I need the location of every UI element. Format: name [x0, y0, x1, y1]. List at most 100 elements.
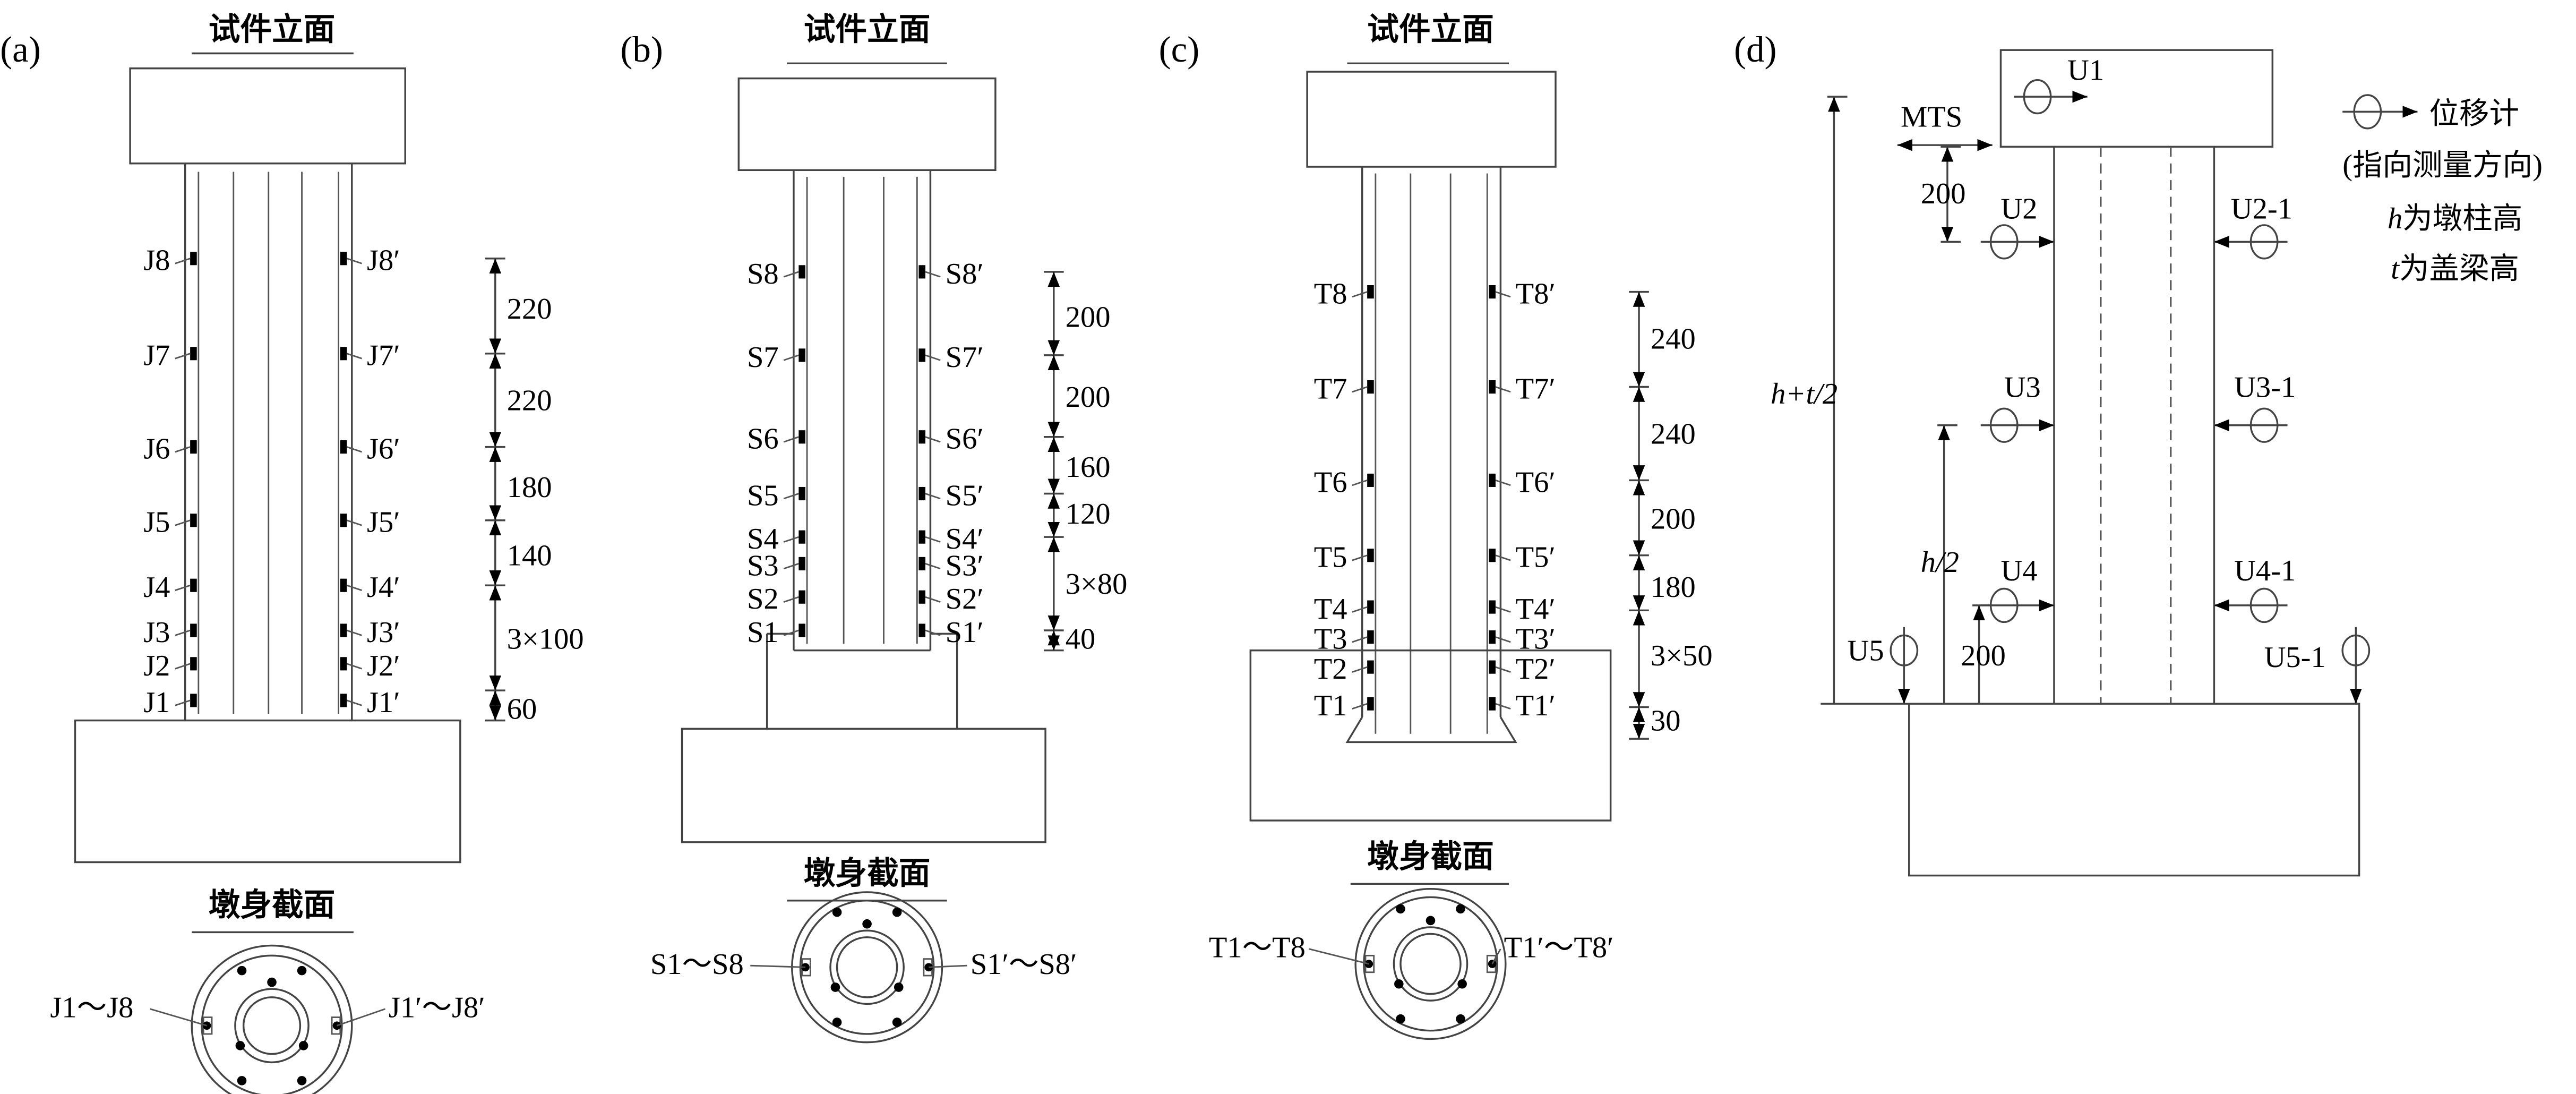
leader-line: [1352, 480, 1368, 486]
cap-beam: [129, 67, 406, 165]
dimension-label: 40: [1066, 623, 1096, 656]
socket-base: [766, 633, 958, 729]
dim-label: h/2: [1921, 546, 1959, 579]
rebar-dot: [830, 982, 840, 992]
leader-line: [783, 436, 799, 443]
dimension-label: 3×100: [507, 623, 584, 656]
rebar-dot: [297, 1076, 307, 1086]
rebar-dot: [237, 965, 247, 976]
lvdt-label-u1: U1: [2067, 54, 2104, 87]
leader-line: [783, 271, 799, 278]
gauge-label-right: S8′: [946, 258, 984, 290]
gauge-label-right: S3′: [946, 549, 984, 582]
dim-label: 200: [1921, 177, 1966, 210]
gauge-label-right: S6′: [946, 423, 984, 456]
strain-gauge-marker: [190, 252, 197, 266]
footing: [1908, 703, 2360, 877]
dim-label: h+t/2: [1771, 378, 1837, 411]
gauge-label-left: T7: [1314, 373, 1347, 406]
gauge-label-right: S1′: [946, 616, 984, 649]
gauge-label-right: T5′: [1516, 541, 1556, 574]
strain-gauge-marker: [1489, 600, 1496, 614]
gauge-label-right: T1′: [1516, 689, 1556, 722]
dimension-label: 3×80: [1066, 568, 1128, 601]
dimension-label: 160: [1066, 451, 1111, 484]
leader-line: [1352, 554, 1368, 561]
leader-line: [925, 493, 941, 500]
legend-note: (指向测量方向): [2342, 149, 2543, 182]
outer-ring: [791, 891, 943, 1044]
strain-gauge-marker: [918, 265, 925, 279]
dimension-full-height: h+t/2: [1771, 96, 1848, 704]
leader-line: [925, 629, 941, 636]
strain-gauge-marker: [1367, 630, 1374, 644]
rebar-dot: [1456, 1014, 1465, 1024]
leader-line: [1352, 606, 1368, 613]
rebar-dot: [892, 1018, 902, 1027]
footing: [74, 719, 461, 864]
leader-line: [1352, 666, 1368, 673]
dimension-label: 120: [1066, 498, 1111, 531]
strain-gauge-marker: [918, 430, 925, 444]
inner-ring: [1399, 933, 1462, 995]
leader-line: [175, 699, 191, 706]
strain-gauge-marker: [190, 694, 197, 707]
strain-gauge-marker: [1489, 697, 1496, 711]
dimension-label: 3×50: [1651, 639, 1713, 672]
strain-gauge-marker: [1489, 660, 1496, 674]
rebar-dot: [862, 919, 872, 929]
leader-line: [1495, 480, 1511, 486]
legend-t-definition: t为盖梁高: [2391, 252, 2519, 285]
outer-ring: [1363, 896, 1498, 1032]
gauge-label-left: T8: [1314, 278, 1347, 311]
leader-line: [346, 699, 363, 706]
strain-gauge-marker: [1489, 380, 1496, 394]
gauge-label-left: S2: [747, 583, 779, 616]
leader-line: [925, 563, 941, 570]
leader-line: [337, 1008, 386, 1027]
dimension-label: 180: [1651, 571, 1696, 604]
leader-line: [783, 596, 799, 603]
gauge-label-right: J2′: [367, 649, 400, 682]
gauge-label-right: J8′: [367, 244, 400, 277]
gauge-label-left: J1: [143, 686, 170, 719]
dimension-label: 140: [507, 540, 552, 572]
lvdt-icon: [1890, 634, 1919, 666]
strain-gauge-marker: [190, 623, 197, 637]
panel-c-elevation-title: 试件立面: [1367, 12, 1494, 47]
gauge-label-right: T7′: [1516, 373, 1556, 406]
gauge-label-left: S1: [747, 616, 779, 649]
gauge-label-left: S6: [747, 423, 779, 456]
section-label-left: J1～J8: [50, 992, 133, 1024]
strain-gauge-marker: [340, 347, 347, 361]
strain-gauge-marker: [190, 514, 197, 527]
leader-line: [346, 258, 363, 264]
pier-column: [2053, 147, 2216, 704]
strain-gauge-marker: [798, 557, 805, 570]
strain-gauge-marker: [798, 530, 805, 544]
leader-line: [346, 584, 363, 591]
gauge-label-left: T2: [1314, 653, 1347, 686]
gauge-label-right: J3′: [367, 616, 400, 649]
gauge-label-left: S4: [747, 523, 779, 555]
lvdt-icon: [1989, 224, 2019, 260]
strain-gauge-marker: [798, 623, 805, 637]
strain-gauge-marker: [340, 578, 347, 592]
lvdt-icon: [2341, 634, 2371, 666]
gauge-label-left: S8: [747, 258, 779, 290]
leader-line: [929, 964, 967, 968]
legend: 位移计 (指向测量方向) h为墩柱高 t为盖梁高: [2342, 94, 2543, 285]
legend-label: 位移计: [2429, 97, 2519, 130]
leader-line: [1308, 948, 1369, 965]
strain-gauge-marker: [1489, 473, 1496, 487]
gauge-label-right: J6′: [367, 433, 400, 466]
gauge-label-left: J8: [143, 244, 170, 277]
leader-line: [346, 446, 363, 453]
lvdt-label-u5_1: U5-1: [2264, 641, 2326, 674]
leader-line: [1495, 554, 1511, 561]
strain-gauge-marker: [1489, 630, 1496, 644]
leader-line: [175, 446, 191, 453]
